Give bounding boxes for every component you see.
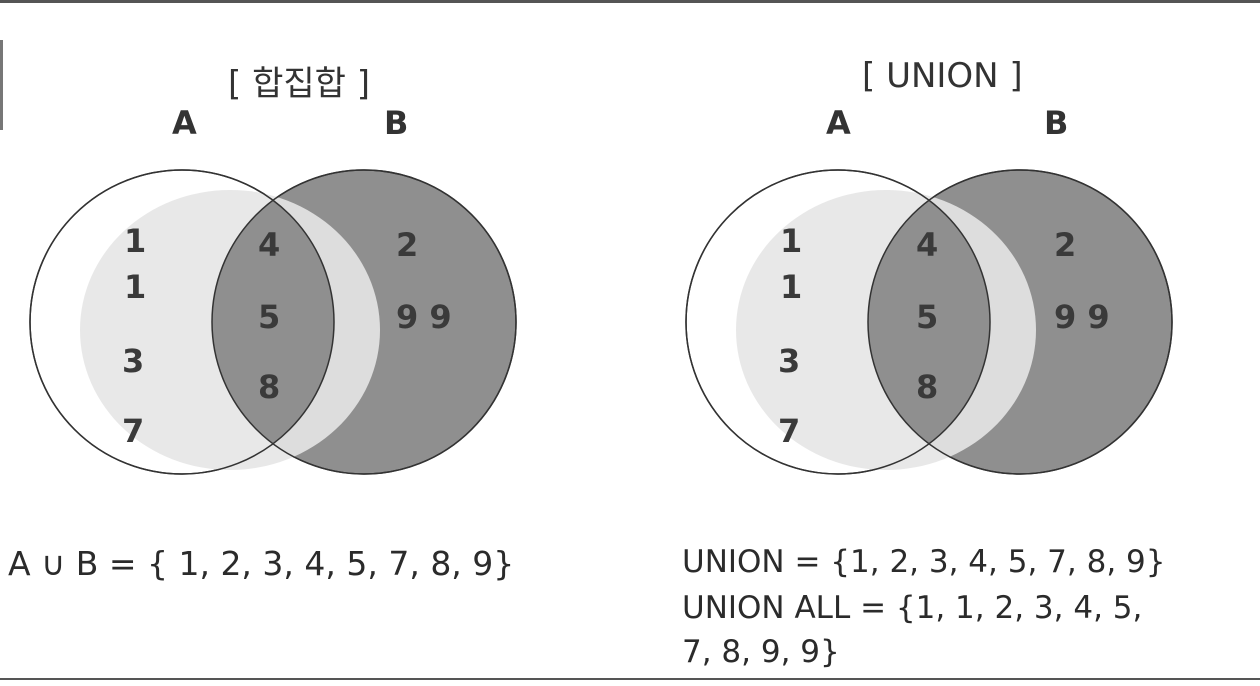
left-formula: A ∪ B = { 1, 2, 3, 4, 5, 7, 8, 9} <box>8 544 515 583</box>
right-intersection-3: 8 <box>916 368 939 406</box>
circle-a-outline-right <box>685 169 991 475</box>
right-a-only-4: 7 <box>778 412 801 450</box>
top-border <box>0 0 1260 3</box>
right-a-only-2: 1 <box>780 268 803 306</box>
right-a-only-3: 3 <box>778 342 801 380</box>
left-a-only-3: 3 <box>122 342 145 380</box>
left-b-only-2: 9 9 <box>396 298 452 336</box>
left-border-mark <box>0 40 3 130</box>
bottom-border <box>0 678 1260 680</box>
right-title: [ UNION ] <box>862 56 1023 96</box>
circle-b-outline-left <box>211 169 517 475</box>
right-formula-union-all-line1: UNION ALL = {1, 1, 2, 3, 4, 5, <box>682 590 1143 626</box>
left-intersection-2: 5 <box>258 298 281 336</box>
circle-a-outline-left <box>29 169 335 475</box>
venn-left <box>29 169 517 475</box>
left-b-only-1: 2 <box>396 226 419 264</box>
left-label-a: A <box>172 104 197 142</box>
right-intersection-1: 4 <box>916 226 939 264</box>
right-formula-union: UNION = {1, 2, 3, 4, 5, 7, 8, 9} <box>682 544 1166 580</box>
right-formula-union-all-line2: 7, 8, 9, 9} <box>682 634 840 670</box>
left-a-only-1: 1 <box>124 222 147 260</box>
intersection-left <box>212 170 334 474</box>
right-intersection-2: 5 <box>916 298 939 336</box>
intersection-right <box>868 170 990 474</box>
left-intersection-1: 4 <box>258 226 281 264</box>
left-title: [ 합집합 ] <box>228 64 370 104</box>
right-a-only-1: 1 <box>780 222 803 260</box>
right-b-only-2: 9 9 <box>1054 298 1110 336</box>
left-a-only-4: 7 <box>122 412 145 450</box>
venn-right <box>685 169 1173 475</box>
right-b-only-1: 2 <box>1054 226 1077 264</box>
right-label-b: B <box>1044 104 1069 142</box>
left-label-b: B <box>384 104 409 142</box>
circle-b-outline-right <box>867 169 1173 475</box>
left-a-only-2: 1 <box>124 268 147 306</box>
right-label-a: A <box>826 104 851 142</box>
left-intersection-3: 8 <box>258 368 281 406</box>
